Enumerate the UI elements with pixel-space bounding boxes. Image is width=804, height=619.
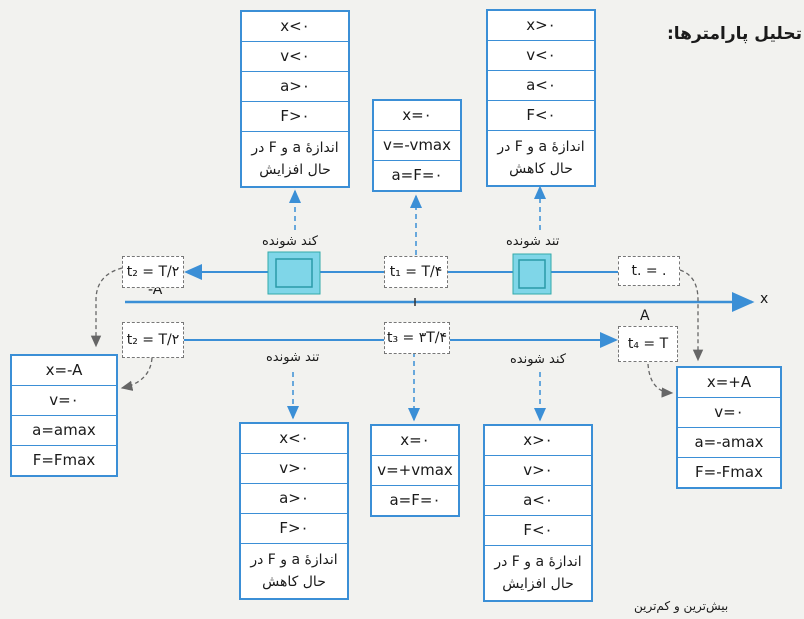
table-bottom-mid: x=۰ v=+vmax a=F=۰ bbox=[370, 424, 460, 517]
cell: x=۰ bbox=[372, 426, 458, 456]
table-top-left: x<۰ v<۰ a>۰ F>۰ اندازهٔ a و F در حال افز… bbox=[240, 10, 350, 188]
cell: v=+vmax bbox=[372, 456, 458, 486]
motion-word-decelerating-bottom: کند شونده bbox=[510, 352, 566, 367]
cell: v=۰ bbox=[678, 398, 780, 428]
label-t1: t₁ = T/۴ bbox=[384, 256, 448, 288]
table-top-mid: x=۰ v=-vmax a=F=۰ bbox=[372, 99, 462, 192]
cell-note: اندازهٔ a و F در حال افزایش bbox=[251, 140, 339, 178]
table-top-right: x>۰ v<۰ a<۰ F<۰ اندازهٔ a و F در حال کاه… bbox=[486, 9, 596, 187]
cell: F=Fmax bbox=[32, 451, 96, 469]
cell: a<۰ bbox=[485, 486, 591, 516]
block-left bbox=[267, 251, 321, 295]
cell: F>۰ bbox=[241, 514, 347, 544]
cell: x>۰ bbox=[488, 11, 594, 41]
cell: v=-vmax bbox=[374, 131, 460, 161]
cell: v=۰ bbox=[12, 386, 116, 416]
motion-word-accelerating-bottom: تند شونده bbox=[266, 350, 320, 365]
cell: x>۰ bbox=[485, 426, 591, 456]
table-bottom-right: x>۰ v>۰ a<۰ F<۰ اندازهٔ a و F در حال افز… bbox=[483, 424, 593, 602]
cell: x=۰ bbox=[374, 101, 460, 131]
cell: a>۰ bbox=[241, 484, 347, 514]
cell-note: اندازهٔ a و F در حال کاهش bbox=[497, 139, 585, 177]
cell: F<۰ bbox=[485, 516, 591, 546]
cell: a=amax bbox=[12, 416, 116, 446]
table-right: x=+A v=۰ a=-amax F=-Fmax bbox=[676, 366, 782, 489]
cell: x=+A bbox=[678, 368, 780, 398]
cell: a=F=۰ bbox=[391, 166, 443, 184]
cell: a=-amax bbox=[678, 428, 780, 458]
cell: x=-A bbox=[12, 356, 116, 386]
label-t4: t₄ = T bbox=[618, 326, 678, 362]
block-right bbox=[512, 253, 552, 295]
cell: v<۰ bbox=[242, 42, 348, 72]
motion-word-accelerating-top: تند شونده bbox=[506, 234, 560, 249]
cell: v<۰ bbox=[488, 41, 594, 71]
cell: x<۰ bbox=[242, 12, 348, 42]
cell: v>۰ bbox=[241, 454, 347, 484]
cell: a=F=۰ bbox=[389, 491, 441, 509]
cell-note: اندازهٔ a و F در حال افزایش bbox=[494, 554, 582, 592]
label-t2-bottom: t₂ = T/۲ bbox=[122, 322, 184, 358]
page-title: تحلیل پارامترها: bbox=[667, 24, 802, 44]
footer-text: بیش‌ترین و کم‌ترین bbox=[634, 599, 729, 613]
label-t3: t₃ = ۳T/۴ bbox=[384, 322, 450, 354]
cell: a<۰ bbox=[488, 71, 594, 101]
table-bottom-left: x<۰ v>۰ a>۰ F>۰ اندازهٔ a و F در حال کاه… bbox=[239, 422, 349, 600]
cell: a>۰ bbox=[242, 72, 348, 102]
x-axis-label: x bbox=[760, 291, 769, 307]
label-t0: t. = . bbox=[618, 256, 680, 286]
cell: x<۰ bbox=[241, 424, 347, 454]
cell: F=-Fmax bbox=[695, 463, 763, 481]
pos-amplitude-label: A bbox=[640, 308, 650, 324]
cell: v>۰ bbox=[485, 456, 591, 486]
cell: F>۰ bbox=[242, 102, 348, 132]
table-left: x=-A v=۰ a=amax F=Fmax bbox=[10, 354, 118, 477]
label-t2-top: t₂ = T/۲ bbox=[122, 256, 184, 288]
motion-word-decelerating-top: کند شونده bbox=[262, 234, 318, 249]
cell-note: اندازهٔ a و F در حال کاهش bbox=[250, 552, 338, 590]
cell: F<۰ bbox=[488, 101, 594, 131]
